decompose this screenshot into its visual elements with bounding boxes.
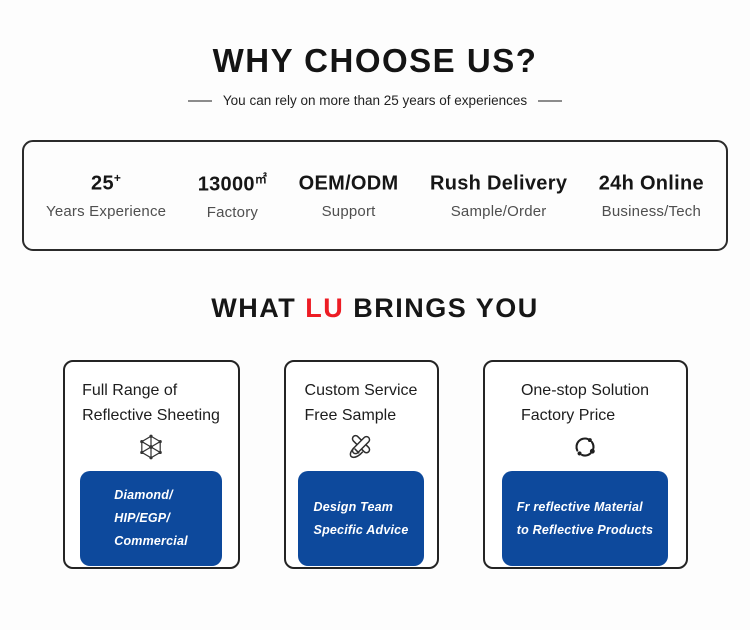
stat-value: 24h Online [599, 171, 704, 196]
stat-label: Factory [206, 203, 259, 221]
feature-cards: Full Range of Reflective Sheeting Diamon… [62, 360, 688, 569]
stat-label: Years Experience [46, 202, 167, 220]
stat-factory: 13000㎡ Factory [198, 170, 267, 221]
card-title: Custom Service Free Sample [305, 378, 418, 428]
stat-oem-odm: OEM/ODM Support [299, 171, 399, 220]
stat-rush-delivery: Rush Delivery Sample/Order [430, 171, 567, 220]
card-title-line: Full Range of [82, 382, 178, 399]
stat-value: OEM/ODM [299, 171, 399, 196]
left-dash-divider [187, 99, 212, 102]
stat-value: 13000㎡ [198, 170, 267, 197]
design-tools-icon [349, 434, 371, 459]
diamond-lattice-icon [140, 434, 162, 460]
tag-line: Commercial [114, 534, 188, 548]
tag-line: Fr reflective Material [516, 499, 643, 514]
stat-years-experience: 25+ Years Experience [46, 171, 166, 220]
stat-label: Support [321, 202, 376, 220]
stat-value-superscript: ㎡ [254, 172, 268, 187]
tag-service: Design Team Specific Advice [298, 471, 424, 566]
stat-label: Business/Tech [601, 202, 701, 220]
card-title-line: Reflective Sheeting [82, 407, 220, 424]
stat-value-superscript: + [113, 171, 122, 186]
right-dash-divider [538, 99, 563, 102]
tag-line: Diamond/ [114, 488, 173, 502]
card-title: Full Range of Reflective Sheeting [82, 378, 220, 428]
tag-text: Diamond/ HIP/EGP/ Commercial [114, 484, 188, 553]
section-title-prefix: WHAT [211, 293, 297, 323]
tag-text: Design Team Specific Advice [314, 496, 409, 542]
feature-card-one-stop: One-stop Solution Factory Price Fr refle… [482, 360, 688, 569]
stat-24h-online: 24h Online Business/Tech [599, 171, 704, 220]
stat-value-text: 25 [91, 172, 114, 195]
subtitle-text: You can rely on more than 25 years of ex… [222, 93, 528, 108]
tag-line: to Reflective Products [516, 522, 654, 537]
stat-value-text: 13000 [197, 173, 255, 196]
subtitle: You can rely on more than 25 years of ex… [0, 93, 750, 108]
page-title: WHY CHOOSE US? [212, 42, 538, 79]
feature-card-full-range: Full Range of Reflective Sheeting Diamon… [62, 360, 240, 569]
stat-value-text: Rush Delivery [429, 172, 568, 195]
tag-line: Design Team [313, 499, 394, 514]
stat-label: Sample/Order [450, 202, 547, 220]
stat-value: 25+ [46, 171, 166, 196]
card-title: One-stop Solution Factory Price [521, 378, 649, 428]
tag-line: HIP/EGP/ [114, 511, 170, 525]
stats-bar: 25+ Years Experience 13000㎡ Factory OEM/… [22, 140, 728, 251]
card-title-line: Custom Service [304, 382, 418, 399]
stat-value-text: 24h Online [598, 172, 704, 195]
stat-value: Rush Delivery [430, 171, 567, 196]
tag-line: Specific Advice [313, 522, 409, 537]
card-title-line: Free Sample [304, 407, 397, 424]
cycle-icon [575, 437, 595, 457]
section-title-suffix: BRINGS YOU [353, 293, 539, 323]
tag-solution: Fr reflective Material to Reflective Pro… [502, 471, 668, 566]
tag-products: Diamond/ HIP/EGP/ Commercial [80, 471, 222, 566]
tag-text: Fr reflective Material to Reflective Pro… [517, 496, 653, 542]
card-title-line: Factory Price [520, 407, 616, 424]
section-title-brand: LU [305, 293, 345, 323]
section-title: WHAT LU BRINGS YOU [0, 293, 750, 323]
stat-value-text: OEM/ODM [298, 172, 399, 195]
feature-card-custom-service: Custom Service Free Sample Design Team S… [283, 360, 439, 569]
card-title-line: One-stop Solution [520, 382, 650, 399]
